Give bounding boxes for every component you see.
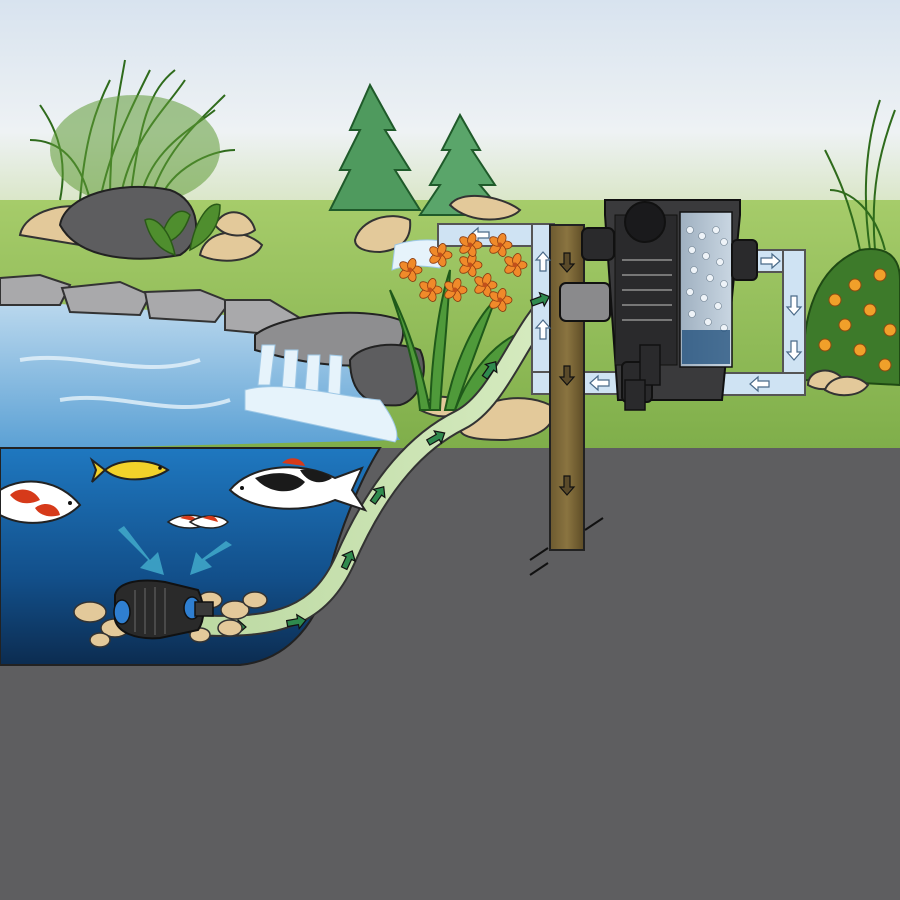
flow-arrow-icon-green-7 [529, 291, 551, 308]
pump-port-left [113, 599, 131, 625]
filter-unit [604, 199, 741, 401]
flower-icon-7 [474, 273, 498, 297]
flow-arrow-icon-return-9 [534, 251, 552, 272]
pump-hose-inner [186, 289, 564, 635]
drain-ground-marks [529, 517, 604, 576]
pond-edge-stones [0, 273, 302, 337]
flower-icon-10 [459, 233, 483, 257]
flow-arrow-icon-return-13 [785, 295, 803, 316]
submersible-pump [113, 579, 214, 640]
pump-intake-arrows [118, 526, 232, 575]
grass-plant-left-fill [50, 95, 220, 205]
flow-arrow-icon-return-14 [785, 340, 803, 361]
flow-arrow-icon-return-11 [589, 374, 610, 392]
flow-arrow-icon-green-6 [481, 361, 498, 380]
rocks-right [806, 369, 870, 397]
iris-flowers [399, 233, 528, 312]
fern-plant-left [144, 203, 221, 257]
koi-fish-yellow [89, 456, 170, 483]
flower-icon-1 [399, 258, 423, 282]
flower-icon-5 [504, 253, 528, 277]
flower-icon-9 [489, 288, 513, 312]
filter-motor [624, 201, 666, 243]
grass-plant-right [824, 99, 896, 251]
flow-arrow-icon-return-12 [760, 252, 781, 270]
flow-arrow-icon-return-15 [749, 375, 770, 393]
koi-fish-red [0, 480, 82, 524]
filter-media [686, 226, 728, 332]
flow-arrow-icon-green-4 [369, 486, 386, 505]
flow-arrow-icon-drain-16 [558, 252, 576, 273]
flower-bush-right [802, 248, 900, 387]
uv-clarifier [624, 344, 661, 411]
waterfall-rocks [254, 215, 425, 407]
conifer-trees [328, 82, 508, 216]
flower-icon-2 [429, 243, 453, 267]
flower-icon-6 [444, 278, 468, 302]
flow-arrow-icon-green-5 [425, 430, 446, 446]
koi-fish-black [228, 458, 368, 512]
ground-cross-section [0, 448, 900, 900]
flower-icon-8 [419, 278, 443, 302]
flow-arrow-icon-drain-17 [558, 365, 576, 386]
pond-surface-ripples [19, 355, 231, 409]
flow-arrow-icon-green-2 [285, 613, 307, 630]
koi-fish-small [166, 514, 230, 529]
flower-icon-4 [489, 233, 513, 257]
flow-arrow-icon-green-3 [340, 550, 357, 571]
drain-pipe [549, 224, 585, 551]
flow-arrow-icon-return-10 [534, 319, 552, 340]
filter-foam [682, 330, 730, 364]
flow-arrow-icon-drain-18 [558, 475, 576, 496]
